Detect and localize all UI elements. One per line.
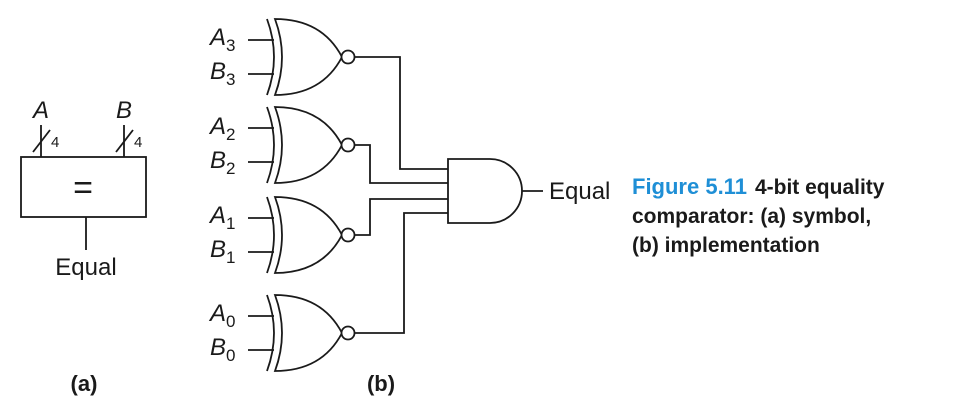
and-gate — [447, 158, 523, 224]
input-label-a3: A3 — [208, 24, 235, 55]
panel-label-a: (a) — [71, 371, 98, 396]
symbol-input-a-label: A — [31, 97, 49, 124]
xnor-gate-0 — [248, 294, 356, 372]
caption-line-2: comparator: (a) symbol, — [632, 205, 871, 228]
input-labels: A3 B3 A2 B2 A1 B1 A0 B0 — [208, 24, 235, 365]
xnor-gate-2 — [248, 106, 356, 184]
caption-figure-number: Figure 5.11 — [632, 174, 747, 199]
caption-line-3: (b) implementation — [632, 234, 820, 257]
xnor-gate-3 — [248, 18, 356, 96]
xnor-bubble-1 — [340, 227, 356, 243]
panel-label-b: (b) — [367, 371, 395, 396]
input-label-b2: B2 — [210, 147, 235, 178]
xnor-bubble-3 — [340, 49, 356, 65]
routing-wires — [354, 56, 448, 334]
xnor-gate-1 — [248, 196, 356, 274]
figure-caption: Figure 5.11 4-bit equality comparator: (a… — [632, 174, 885, 257]
input-label-b1: B1 — [210, 236, 235, 267]
implementation-output-label: Equal — [549, 178, 610, 205]
symbol-bus-width-b: 4 — [134, 134, 142, 151]
input-label-b0: B0 — [210, 334, 235, 365]
symbol-input-b-label: B — [116, 97, 132, 124]
input-label-a2: A2 — [208, 113, 235, 144]
input-label-a1: A1 — [208, 202, 235, 233]
comparator-implementation: A3 B3 A2 B2 A1 B1 A0 B0 — [208, 18, 610, 396]
symbol-output-label: Equal — [55, 254, 116, 281]
symbol-bus-slash-a — [32, 129, 51, 153]
xnor-bubble-2 — [340, 137, 356, 153]
input-label-a0: A0 — [208, 300, 235, 331]
caption-title-start: 4-bit equality — [755, 176, 885, 199]
xnor-bubble-0 — [340, 325, 356, 341]
input-label-b3: B3 — [210, 58, 235, 89]
caption-line-1: Figure 5.11 4-bit equality — [632, 174, 885, 199]
comparator-symbol: A B 4 4 = Equal (a) — [20, 97, 147, 396]
symbol-bus-slash-b — [115, 129, 134, 153]
symbol-bus-width-a: 4 — [51, 134, 59, 151]
comparator-box — [20, 156, 147, 218]
comparator-operator: = — [73, 169, 93, 207]
